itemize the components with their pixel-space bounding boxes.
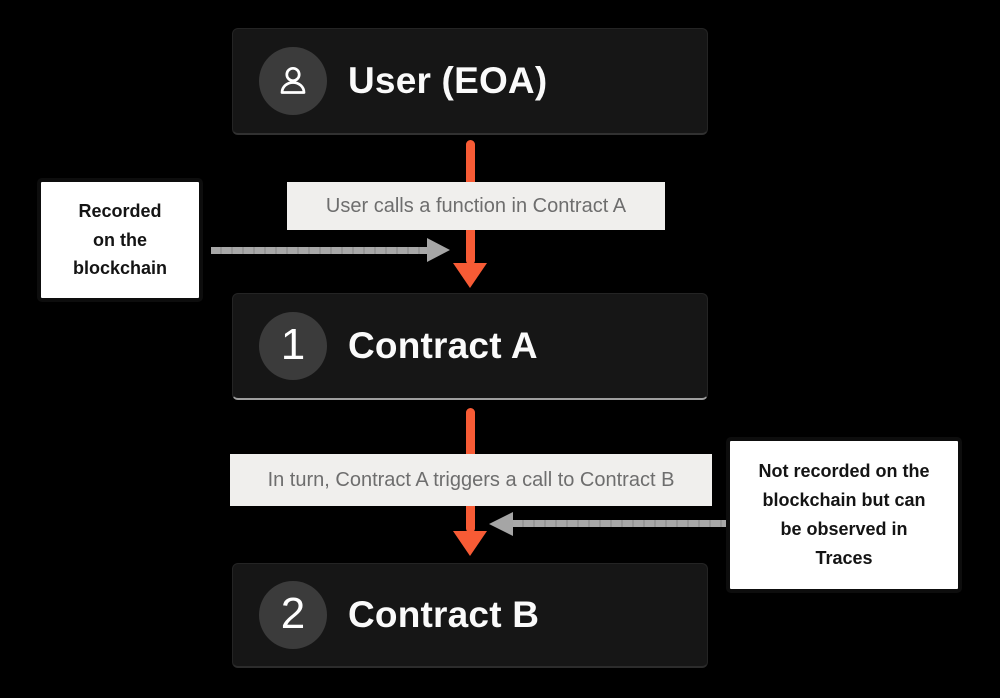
arrow-right-from-left-callout xyxy=(211,247,427,254)
node-title: User (EOA) xyxy=(348,60,548,101)
flow-node-contract-a: 1 Contract A xyxy=(232,293,708,400)
user-avatar-circle xyxy=(259,47,327,115)
node-title: Contract A xyxy=(348,325,538,366)
edge-label-user-calls-contract-a: User calls a function in Contract A xyxy=(287,182,665,230)
user-icon xyxy=(280,66,306,94)
flow-node-contract-b: 2 Contract B xyxy=(232,563,708,668)
arrow-left-head-icon xyxy=(489,512,513,536)
callout-text: Not recorded on the blockchain but can b… xyxy=(758,461,930,568)
arrow-right-head-icon xyxy=(427,238,450,262)
callout-recorded-on-blockchain: Recorded on the blockchain xyxy=(37,178,203,302)
callout-text: Recorded on the blockchain xyxy=(72,200,168,279)
arrow-down-head-icon xyxy=(453,263,487,288)
edge-label-contract-a-calls-contract-b: In turn, Contract A triggers a call to C… xyxy=(230,454,712,506)
arrow-left-from-right-callout xyxy=(513,520,726,527)
edge-label-text: In turn, Contract A triggers a call to C… xyxy=(267,468,675,491)
arrow-down-head-icon xyxy=(453,531,487,556)
step-number: 2 xyxy=(280,589,306,638)
step-1-circle: 1 xyxy=(259,312,327,380)
step-number: 1 xyxy=(280,320,306,369)
node-title: Contract B xyxy=(348,594,540,635)
step-2-circle: 2 xyxy=(259,581,327,649)
callout-not-recorded-observed-in-traces: Not recorded on the blockchain but can b… xyxy=(726,437,962,593)
flow-node-user-eoa: User (EOA) xyxy=(232,28,708,135)
edge-label-text: User calls a function in Contract A xyxy=(325,194,627,217)
